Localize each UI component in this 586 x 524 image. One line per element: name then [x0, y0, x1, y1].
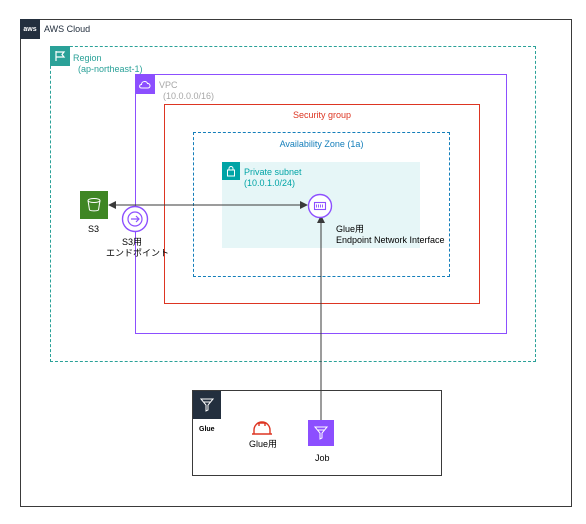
region-group: [50, 46, 536, 362]
vpc-title: VPC: [159, 80, 178, 90]
vpc-endpoint-icon: [121, 205, 149, 233]
iam-role-icon: [250, 420, 274, 436]
vpc-cloud-icon: [135, 74, 155, 94]
glue-panel-title: Glue: [199, 426, 215, 433]
security-group-title: Security group: [292, 110, 352, 120]
aws-badge-text: aws: [23, 25, 37, 33]
region-title: Region: [73, 53, 102, 63]
glue-job-icon: [308, 420, 334, 446]
aws-cloud-title: AWS Cloud: [44, 24, 91, 34]
network-interface-icon: [307, 193, 333, 219]
private-subnet-subtitle: (10.0.1.0/24): [244, 178, 296, 188]
s3-endpoint-label-line1: S3用: [122, 237, 143, 247]
glue-job-label: Job: [315, 453, 330, 463]
region-flag-icon: [50, 46, 70, 66]
glue-icon: [193, 391, 221, 419]
s3-bucket-icon: [80, 191, 108, 219]
lock-icon: [222, 162, 240, 180]
aws-cloud-group: [20, 19, 572, 507]
eni-label-line2: Endpoint Network Interface: [336, 235, 445, 245]
aws-logo-icon: aws: [20, 19, 40, 39]
vpc-subtitle: (10.0.0.0/16): [163, 91, 215, 101]
eni-label-line1: Glue用: [336, 224, 365, 234]
private-subnet-title: Private subnet: [244, 167, 302, 177]
availability-zone-title: Availability Zone (1a): [279, 139, 364, 149]
s3-label: S3: [88, 224, 100, 234]
iam-role-label: Glue用: [249, 439, 278, 449]
s3-endpoint-label-line2: エンドポイント: [106, 248, 170, 258]
glue-panel: [192, 390, 442, 476]
region-subtitle: (ap-northeast-1): [78, 64, 143, 74]
